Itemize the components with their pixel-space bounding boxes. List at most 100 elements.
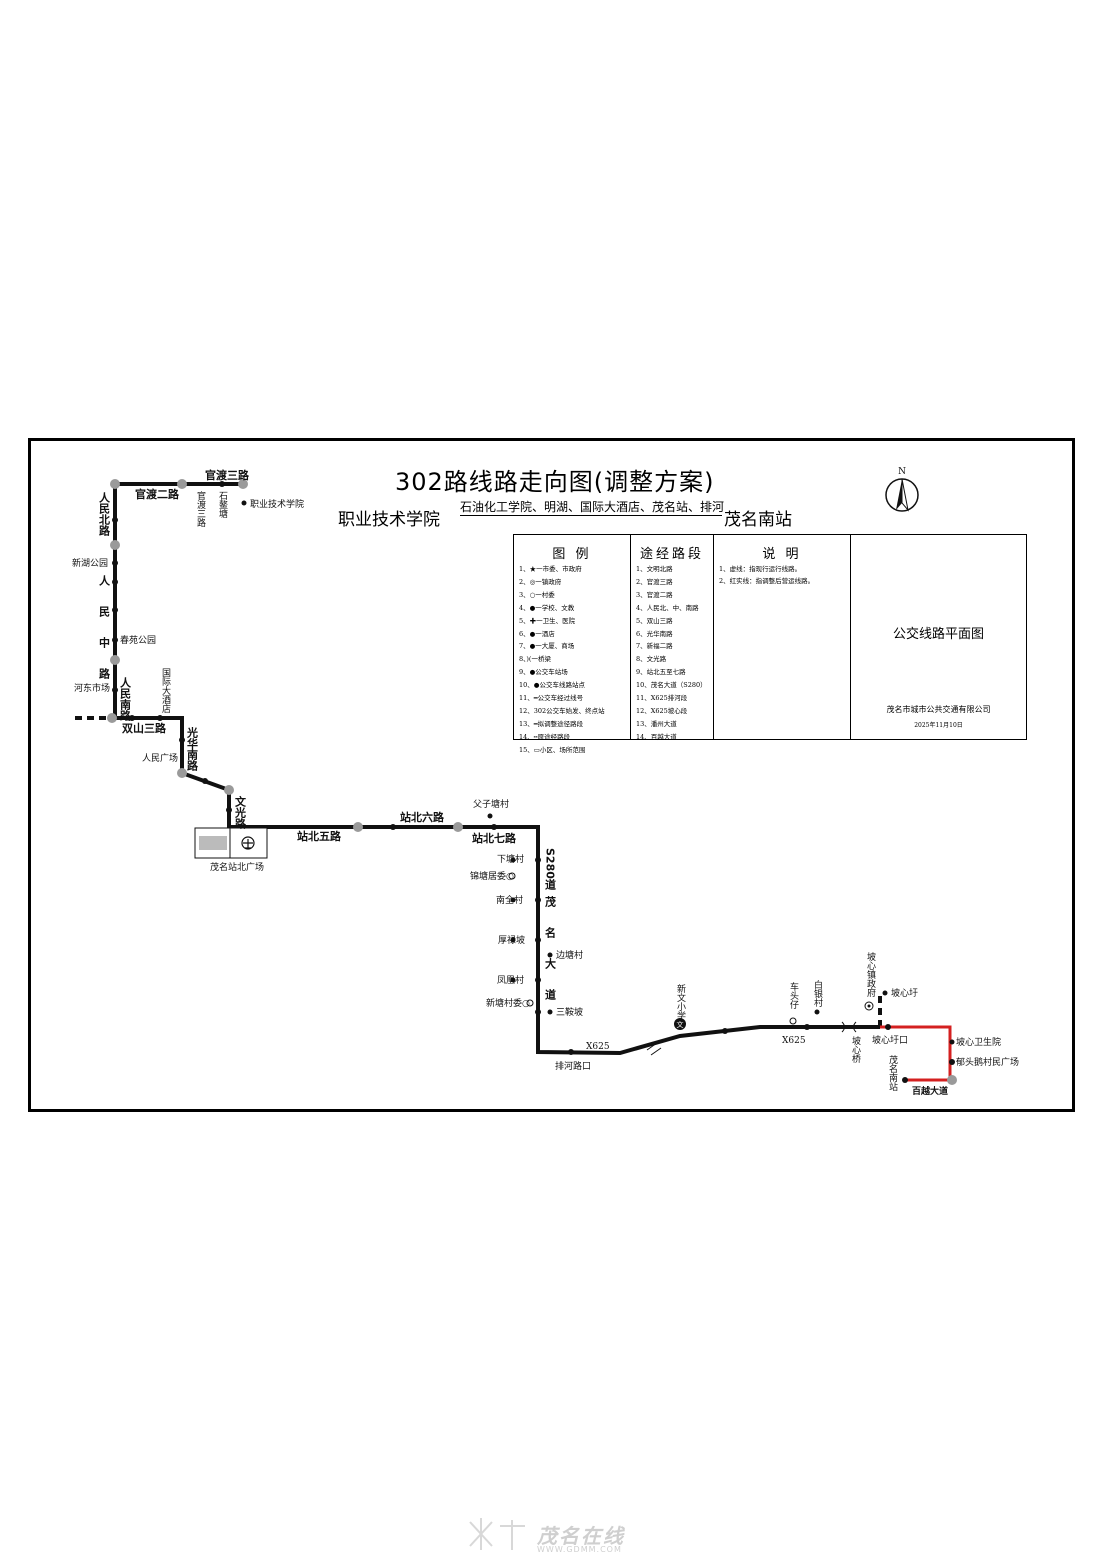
road-baiyue: 百越大道 bbox=[912, 1085, 948, 1097]
svg-text:文: 文 bbox=[677, 1020, 684, 1029]
road-zhanbei6: 站北六路 bbox=[400, 810, 445, 824]
bridge-icon bbox=[646, 1021, 857, 1056]
subtitle-start: 职业技术学院 bbox=[338, 510, 440, 530]
road-renminnan: 人民南路 bbox=[119, 676, 132, 722]
label-poxin-gov: 坡心镇政府 bbox=[865, 951, 876, 998]
place-hedong: 河东市场 bbox=[74, 682, 110, 694]
label-poxin-bridge: 坡心桥 bbox=[850, 1035, 861, 1064]
route-item: 12、X625坡心段 bbox=[636, 706, 688, 715]
road-renminzhong: 人民中路 bbox=[98, 574, 111, 699]
place-zhiye: 职业技术学院 bbox=[250, 498, 304, 510]
label-maoming-south: 茂名南站 bbox=[887, 1054, 898, 1092]
place-xiatang: 下塘村 bbox=[497, 853, 524, 865]
bus-stop-icon bbox=[199, 836, 227, 850]
route-item: 13、潘州大道 bbox=[636, 719, 677, 728]
road-guandu3: 官渡三路 bbox=[205, 468, 250, 482]
legend-item: 13、━拟调整途径路段 bbox=[519, 719, 584, 728]
route-column: 途经路段 1、文明北路 2、官渡三路 3、官渡二路 4、人民北、中、南路 5、双山三路 6… bbox=[631, 535, 714, 741]
road-shuangshan3: 双山三路 bbox=[122, 721, 167, 735]
place-station-plaza: 茂名站北广场 bbox=[210, 861, 264, 873]
place-poxinxu: 坡心圩 bbox=[891, 987, 918, 999]
route-item: 1、文明北路 bbox=[636, 565, 673, 573]
place-xinhu: 新湖公园 bbox=[72, 557, 108, 569]
map-frame bbox=[28, 438, 1075, 1112]
route-list: 1、文明北路 2、官渡三路 3、官渡二路 4、人民北、中、南路 5、双山三路 6、光华南路… bbox=[636, 563, 707, 744]
route-item: 8、文光路 bbox=[636, 655, 667, 664]
place-xintang: 新塘村委○ bbox=[486, 997, 530, 1009]
watermark-text: 茂名在线 bbox=[537, 1524, 625, 1548]
notes-item: 1、虚线：指现行运行线路。 bbox=[719, 565, 802, 573]
place-nanquan: 南全村 bbox=[496, 894, 523, 906]
road-s280: S280道 bbox=[544, 848, 557, 891]
label-xinwen-school: 新文小学 bbox=[675, 983, 686, 1020]
label-guandu3-vertical: 官渡三路 bbox=[195, 490, 206, 528]
north-label: N bbox=[898, 467, 906, 477]
watermark-url: WWW.GDMM.COM bbox=[537, 1545, 622, 1554]
notes-list: 1、虚线：指现行运行线路。2、红实线：指调整后营运线路。 bbox=[719, 563, 814, 587]
route-header: 途经路段 bbox=[639, 547, 704, 562]
government-icon bbox=[864, 1001, 874, 1011]
legend-item: 15、▭小区、场所范围 bbox=[519, 745, 586, 754]
place-houlupo: 厚禄坡 bbox=[498, 934, 525, 946]
subtitle-divider bbox=[460, 515, 722, 516]
route-item: 5、双山三路 bbox=[636, 616, 673, 625]
company-name: 茂名市城市公共交通有限公司 bbox=[886, 705, 991, 714]
route-item: 6、光华南路 bbox=[636, 629, 673, 638]
legend-item: 9、●公交车站场 bbox=[519, 668, 568, 677]
legend-item: 6、●一酒店 bbox=[519, 629, 555, 638]
road-wenguang: 文光路 bbox=[234, 795, 248, 830]
watermark-logo-icon bbox=[469, 1518, 525, 1550]
road-guanghuanan: 光华南路 bbox=[186, 726, 200, 772]
label-guoji-hotel: 国际大酒店 bbox=[160, 668, 171, 714]
road-zhanbei7: 站北七路 bbox=[472, 831, 517, 845]
plan-column: 公交线路平面图 茂名市城市公共交通有限公司 2025年11月10日 bbox=[851, 535, 1026, 739]
route-item: 3、官渡二路 bbox=[636, 590, 673, 599]
label-chetouzai: 车头仔 bbox=[788, 981, 799, 1010]
route-item: 7、新福二路 bbox=[636, 642, 673, 651]
legend-item: 11、━公交车经过线号 bbox=[519, 694, 584, 703]
route-item: 11、X625排河段 bbox=[636, 694, 688, 703]
road-maoming: 茂名大道 bbox=[544, 895, 557, 1020]
subtitle-via: 石油化工学院、明湖、国际大酒店、茂名站、排河 bbox=[460, 500, 725, 514]
plan-date: 2025年11月10日 bbox=[914, 722, 963, 729]
black-stops bbox=[112, 481, 955, 1083]
road-x625-paihe: X625 bbox=[586, 1042, 610, 1052]
place-poxin-clinic: 坡心卫生院 bbox=[956, 1036, 1001, 1048]
label-shiaotang: 石鳌塘 bbox=[217, 491, 228, 519]
place-chunyuan: 春苑公园 bbox=[120, 634, 156, 646]
legend-header: 图 例 bbox=[552, 547, 592, 562]
place-sanjian: 三鞍坡 bbox=[556, 1006, 583, 1018]
original-route bbox=[75, 716, 882, 1027]
place-jintang: 锦塘居委○ bbox=[470, 870, 514, 882]
legend-item: 10、●公交车线路站点 bbox=[519, 681, 585, 690]
place-renmin-square: 人民广场 bbox=[142, 752, 178, 764]
station-plaza-box bbox=[194, 827, 268, 859]
place-fuzitang: 父子塘村 bbox=[473, 798, 509, 810]
legend-item: 4、●一学校、文教 bbox=[519, 603, 575, 612]
route-item: 9、站北五至七路 bbox=[636, 668, 686, 677]
place-poxin-junction: 坡心圩口 bbox=[872, 1034, 908, 1046]
notes-header: 说 明 bbox=[762, 547, 802, 562]
route-item: 4、人民北、中、南路 bbox=[636, 603, 699, 612]
road-renminbei: 人民北路 bbox=[98, 491, 111, 537]
school-icon: 文 bbox=[674, 1018, 686, 1030]
subtitle-end: 茂名南站 bbox=[724, 510, 792, 530]
place-yutou: 郁头鹅村民广场 bbox=[956, 1056, 1019, 1068]
plan-title: 公交线路平面图 bbox=[892, 627, 984, 642]
road-guandu2: 官渡二路 bbox=[135, 487, 180, 501]
legend-item: 8、)(一桥梁 bbox=[519, 655, 551, 664]
road-x625-poxin: X625 bbox=[782, 1036, 806, 1046]
place-paihe: 排河路口 bbox=[555, 1060, 591, 1072]
legend-item: 7、●一大厦、商场 bbox=[519, 642, 575, 651]
notes-column: 说 明 1、虚线：指现行运行线路。2、红实线：指调整后营运线路。 bbox=[714, 535, 851, 739]
route-item: 10、茂名大道（S280） bbox=[636, 681, 707, 690]
legend-item: 14、╍原途经路段 bbox=[519, 732, 571, 741]
village-markers bbox=[508, 872, 797, 1025]
legend-item: 12、302公交车始发、终点站 bbox=[519, 706, 605, 715]
route-item: 14、百越大道 bbox=[636, 732, 677, 741]
route-item: 2、官渡三路 bbox=[636, 577, 673, 586]
